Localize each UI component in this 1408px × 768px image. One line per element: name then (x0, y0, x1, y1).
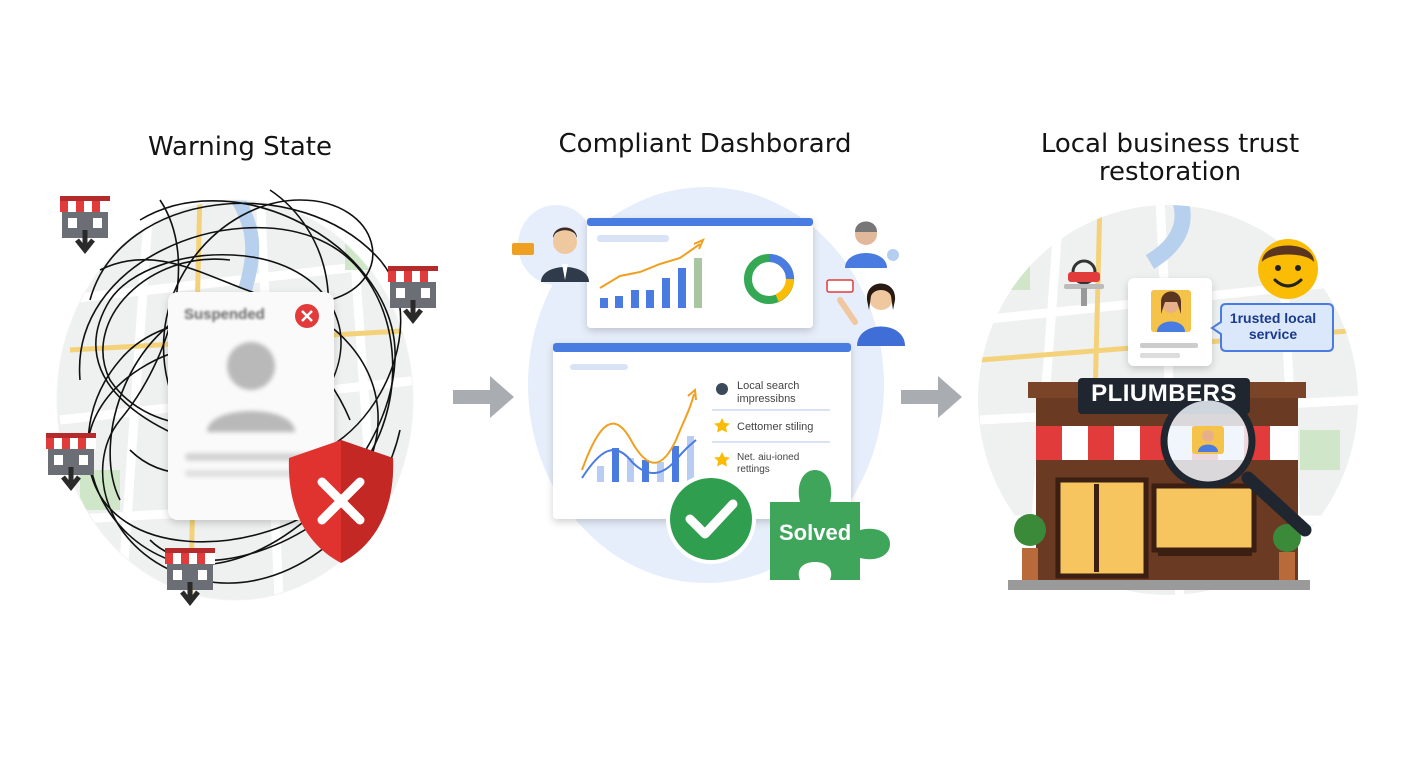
metric-label-ratings: Net. aiu-ioned rettings (737, 452, 800, 475)
magnifier-icon (1160, 393, 1312, 537)
trusted-speech-bubble (1210, 303, 1334, 352)
user-avatar-icon (512, 227, 589, 282)
check-icon (666, 474, 756, 564)
arrow-right-icon (901, 376, 962, 418)
star-icon (714, 418, 730, 433)
store-icon (388, 266, 438, 320)
panel-title-dashboard: Compliant Dashborard (558, 129, 852, 159)
metric-label-stiling: Cettomer stiling (737, 421, 814, 433)
panel-title-warning: Warning State (148, 132, 332, 162)
shield-x-icon (288, 440, 394, 563)
metric-list (712, 383, 830, 467)
store-icon (60, 196, 110, 250)
profile-card-small (1128, 278, 1212, 366)
map-pin-icon (1064, 259, 1104, 306)
smiley-icon (1258, 239, 1318, 299)
arrow-right-icon (453, 376, 514, 418)
store-sign: PLIUMBERS (1091, 380, 1237, 407)
metric-label-impressions: Local search impressibns (737, 380, 800, 405)
panel-title-trust: Local business trust restoration (1040, 129, 1300, 187)
user-avatar-icon (826, 279, 905, 346)
card-status-label: Suspended (184, 306, 265, 323)
line-chart-main (581, 387, 697, 482)
donut-chart-icon (744, 254, 794, 304)
trusted-bubble-label: 1rusted local service (1229, 310, 1317, 342)
close-icon (295, 304, 319, 328)
puzzle-label: Solved (779, 520, 852, 545)
puzzle-icon (770, 470, 890, 580)
user-avatar-icon (845, 221, 899, 268)
star-icon (714, 452, 730, 467)
storefront (1008, 378, 1310, 590)
bar-chart-small (599, 238, 705, 308)
